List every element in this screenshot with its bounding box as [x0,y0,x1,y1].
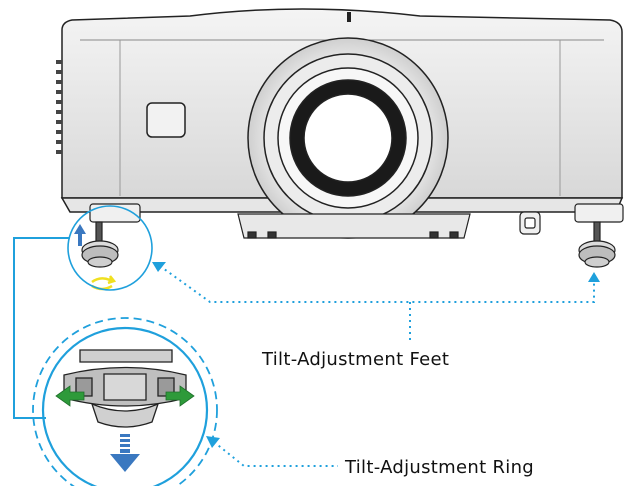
rotate-arrows-icon [55,385,195,407]
tilt-ring-closeup [63,349,187,428]
vent-grille [56,60,62,154]
ring-leader-line [213,441,338,467]
connector-line [13,237,70,419]
tilt-adjustment-feet-label: Tilt-Adjustment Feet [262,349,450,370]
lens-assembly [247,37,449,239]
large-callout [32,317,218,490]
feet-arrowhead-right [588,272,600,282]
left-tilt-foot [81,221,119,268]
down-arrow-icon [110,434,140,472]
ring-arrowhead [206,436,220,448]
underside-details [89,203,624,239]
tilt-adjustment-ring-label: Tilt-Adjustment Ring [345,457,535,478]
feet-arrowhead-left [152,262,166,272]
right-tilt-foot [578,221,616,268]
small-callout-circle [67,205,153,291]
up-arrow-icon [74,224,86,246]
ir-sensor-window [146,102,186,138]
feet-leader-lines [159,265,595,342]
